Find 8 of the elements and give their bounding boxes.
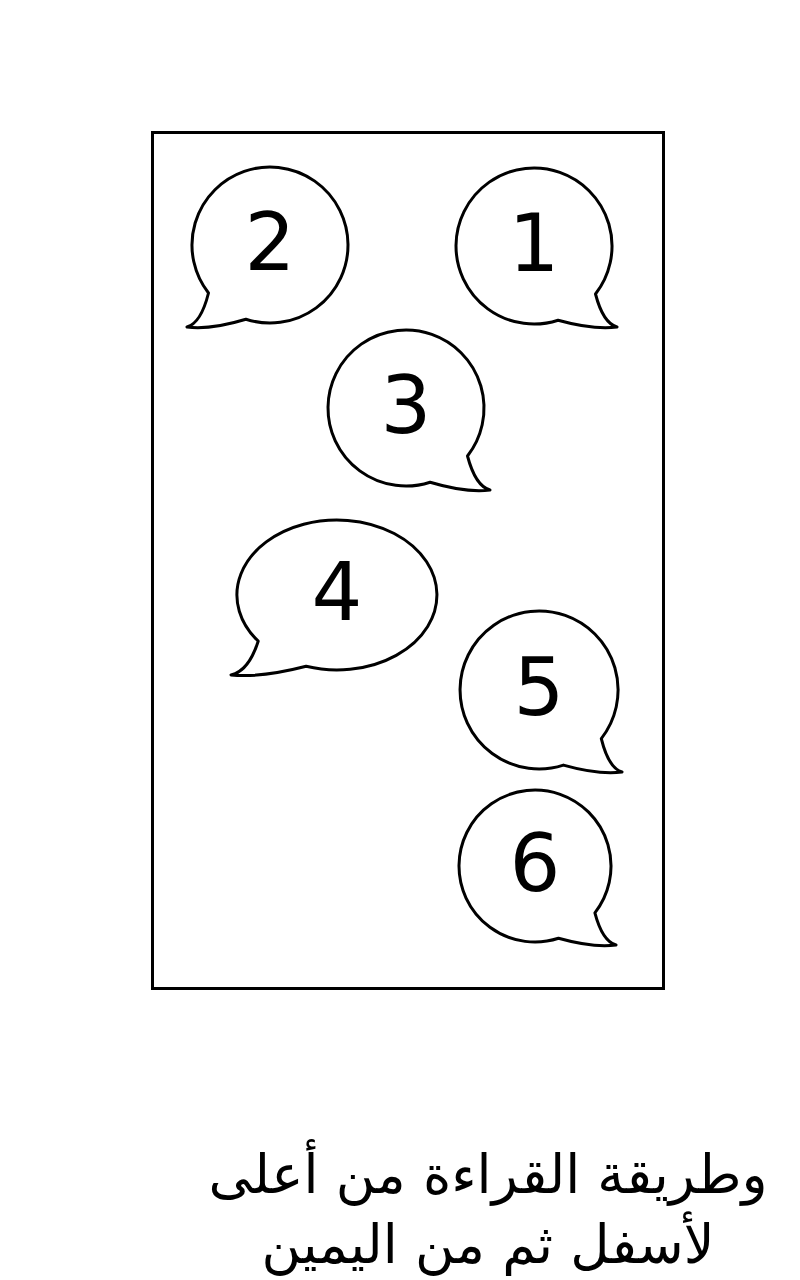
bubble-number: 5 xyxy=(513,648,565,729)
caption-text: وطريقة القراءة من أعلى لأسفل ثم من اليمين xyxy=(198,1140,778,1280)
bubble-number: 2 xyxy=(244,203,296,284)
bubble-number: 3 xyxy=(380,366,432,447)
bubble-number: 4 xyxy=(311,553,363,634)
comic-panel xyxy=(151,131,665,990)
bubble-number: 6 xyxy=(509,824,561,905)
bubble-number: 1 xyxy=(508,204,560,285)
